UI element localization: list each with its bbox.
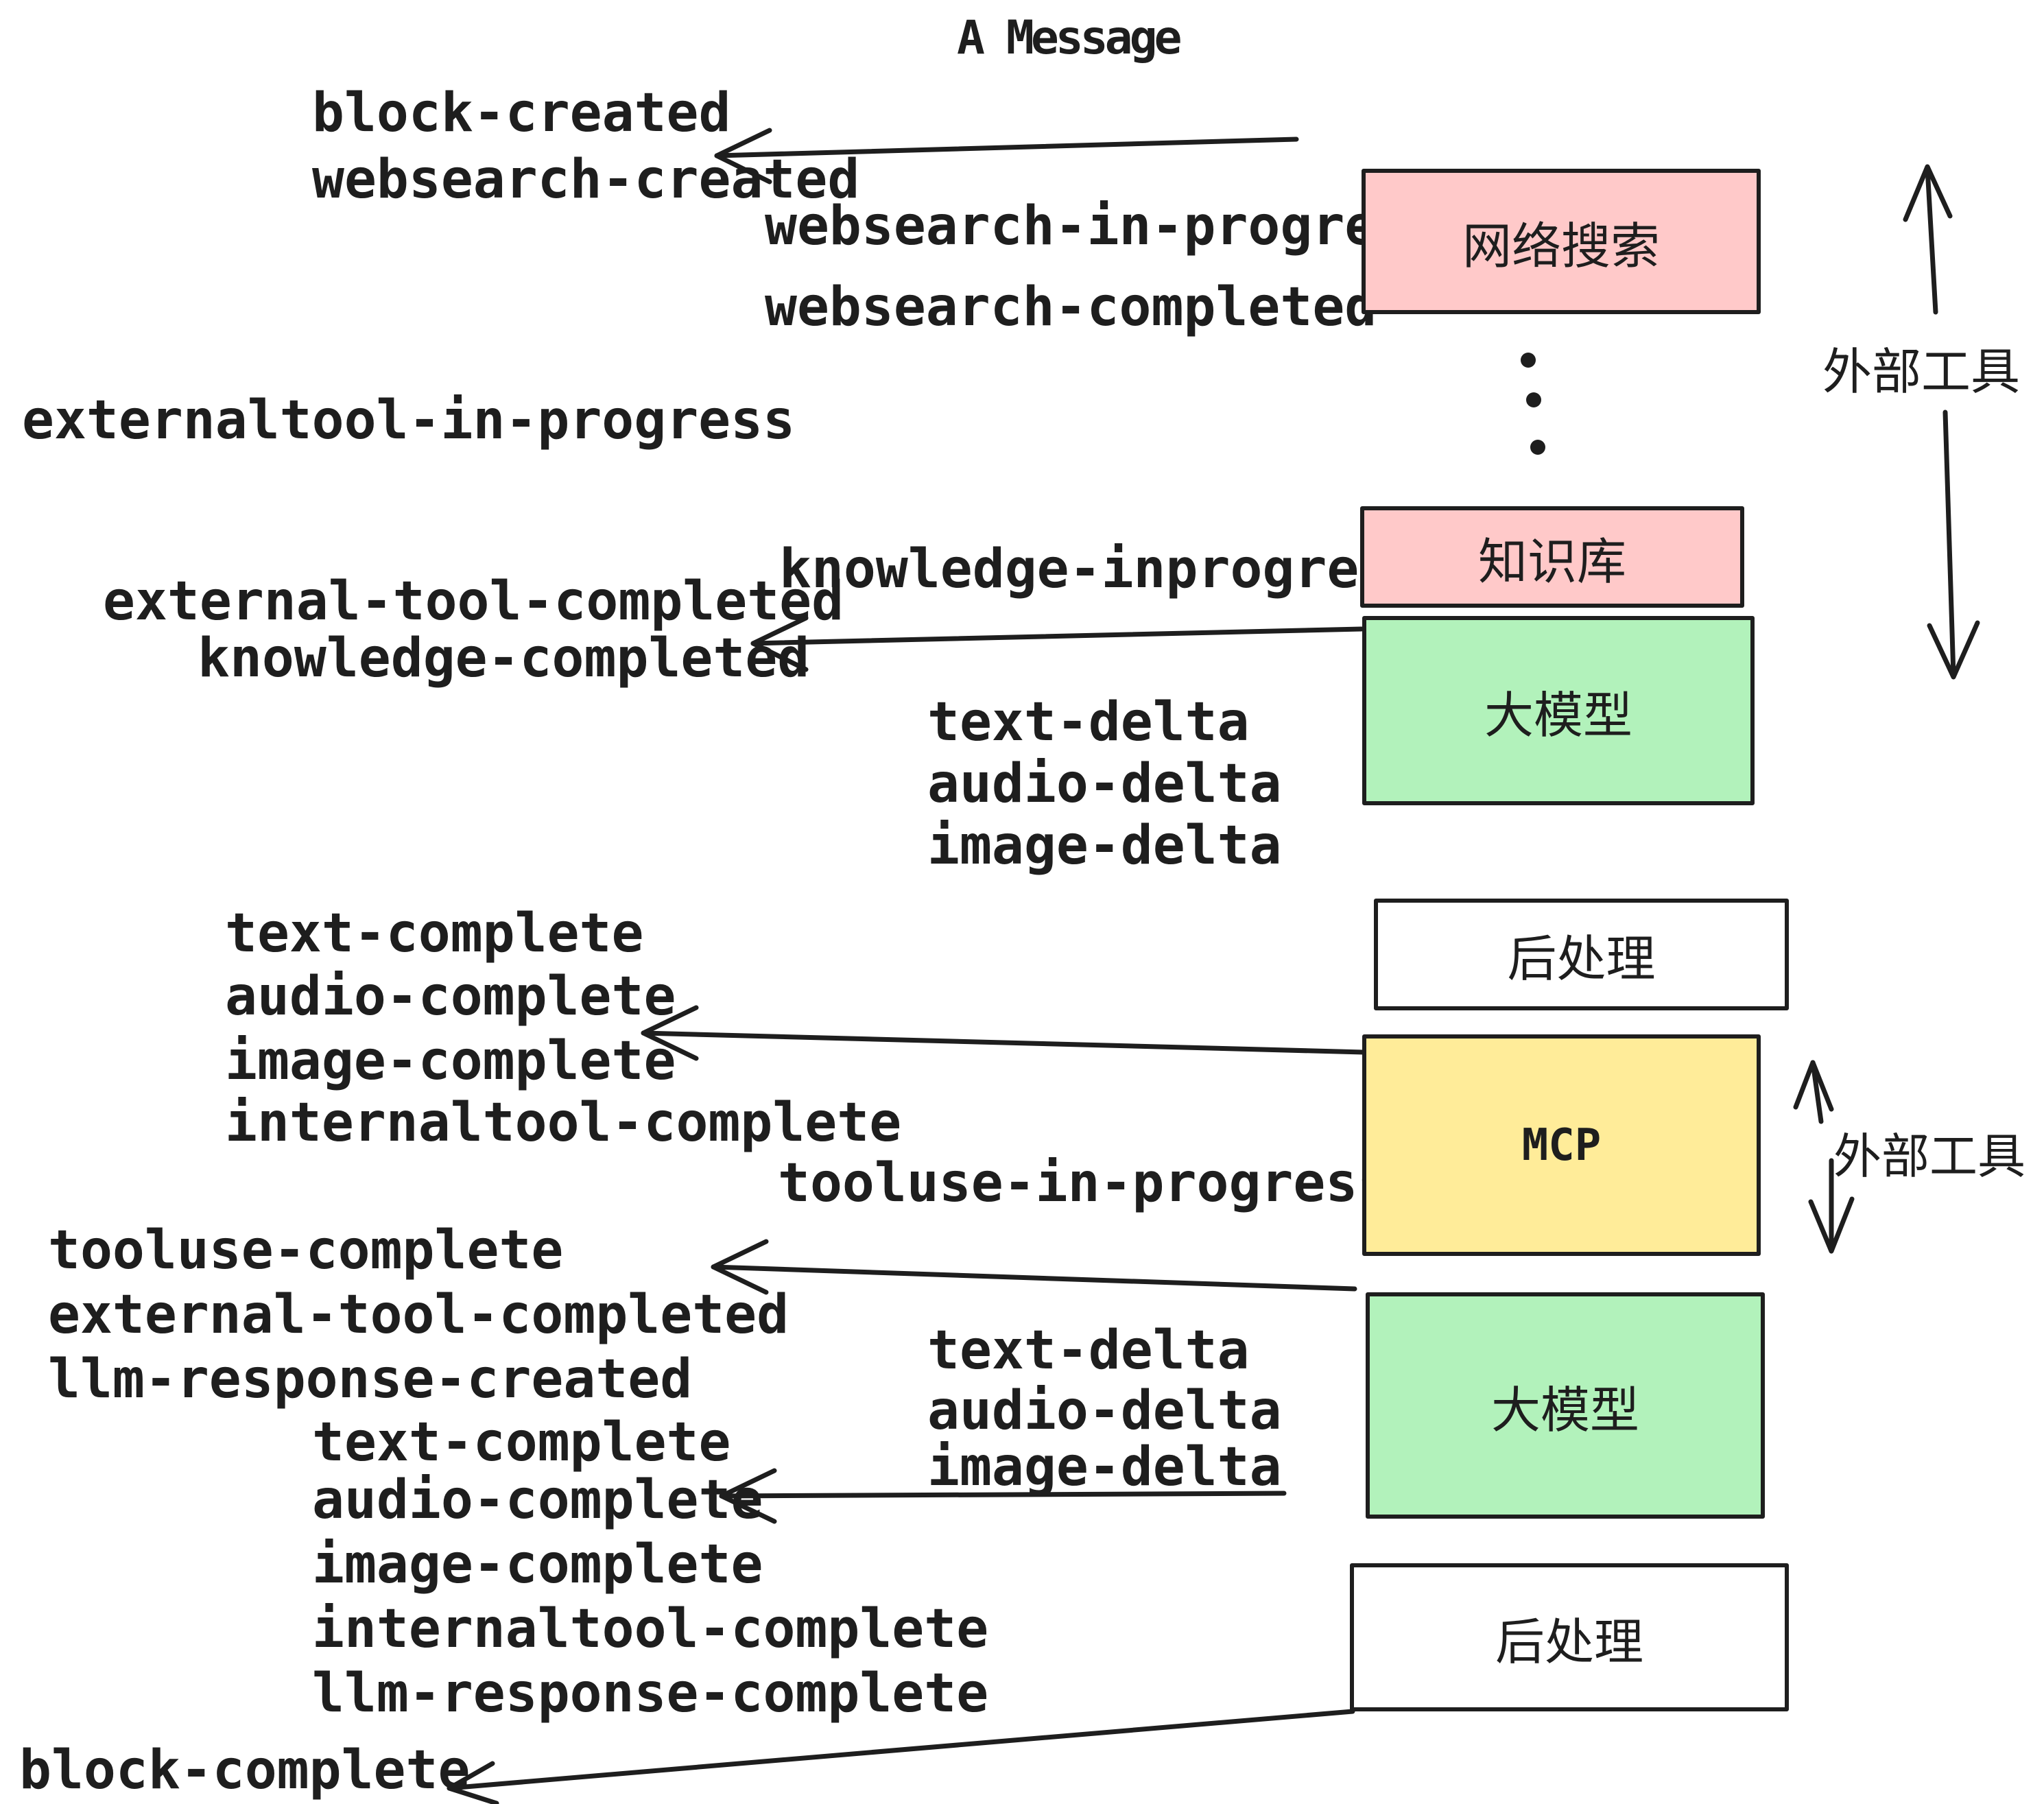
event-knowledge-inprogress: knowledge-inprogress	[779, 538, 1424, 600]
external-tools-label-top: 外部工具	[1822, 343, 2021, 401]
arrow-knowledge-to-completed	[750, 615, 1364, 672]
arrow-llm2-to-complete	[719, 1468, 1287, 1524]
event-text-delta: text-delta	[927, 691, 1250, 753]
box-mcp-label: MCP	[1521, 1119, 1602, 1171]
diagram-title: A Message	[957, 11, 1182, 65]
box-post-processing-2: 后处理	[1350, 1563, 1789, 1711]
arrow-llm1-to-complete	[641, 1005, 1366, 1061]
event-tooluse-in-progress: tooluse-in-progress	[778, 1152, 1390, 1214]
arrow-post2-to-block-complete	[447, 1709, 1355, 1804]
event-internaltool-complete: internaltool-complete	[225, 1092, 902, 1154]
box-knowledge-base: 知识库	[1360, 506, 1744, 608]
event-image-complete: image-complete	[225, 1030, 676, 1092]
event-llm-response-complete: llm-response-complete	[312, 1663, 989, 1724]
box-large-model-1: 大模型	[1362, 616, 1755, 805]
event-websearch-completed: websearch-completed	[765, 276, 1377, 338]
event-websearch-created: websearch-created	[312, 149, 860, 211]
box-post-processing-1-label: 后处理	[1507, 930, 1656, 988]
box-large-model-2-label: 大模型	[1490, 1381, 1639, 1439]
event-internaltool-complete-2: internaltool-complete	[312, 1598, 989, 1660]
box-post-processing-1: 后处理	[1374, 899, 1789, 1010]
arrow-websearch-to-created	[714, 128, 1299, 185]
event-audio-complete-2: audio-complete	[312, 1469, 763, 1531]
event-text-complete: text-complete	[225, 903, 644, 964]
box-large-model-1-label: 大模型	[1484, 686, 1632, 744]
external-tools-down-arrow	[1927, 410, 1980, 680]
box-web-search: 网络搜索	[1362, 169, 1761, 314]
external-tools-label-mcp: 外部工具	[1833, 1128, 2025, 1185]
event-audio-delta-2: audio-delta	[927, 1380, 1282, 1442]
event-llm-response-created: llm-response-created	[48, 1349, 693, 1410]
event-audio-delta: audio-delta	[927, 753, 1282, 815]
arrow-mcp-to-tooluse-complete	[711, 1239, 1357, 1295]
event-image-complete-2: image-complete	[312, 1534, 763, 1595]
external-tools-up-arrow	[1903, 164, 1953, 315]
event-image-delta-2: image-delta	[927, 1436, 1282, 1498]
event-block-complete: block-complete	[19, 1740, 471, 1801]
event-text-delta-2: text-delta	[927, 1320, 1250, 1381]
box-web-search-label: 网络搜索	[1462, 217, 1660, 275]
event-external-tool-completed-2: external-tool-completed	[48, 1284, 789, 1346]
event-external-tool-completed: external-tool-completed	[103, 571, 844, 632]
ellipsis-dots	[1521, 353, 1545, 455]
mcp-down-arrow	[1808, 1158, 1855, 1254]
event-audio-complete: audio-complete	[225, 966, 676, 1028]
box-mcp: MCP	[1362, 1034, 1761, 1256]
event-block-created: block-created	[312, 82, 731, 144]
box-large-model-2: 大模型	[1366, 1292, 1765, 1519]
box-knowledge-base-label: 知识库	[1477, 532, 1626, 591]
event-externaltool-in-progress: externaltool-in-progress	[22, 390, 796, 451]
event-knowledge-completed: knowledge-completed	[198, 628, 810, 689]
box-post-processing-2-label: 后处理	[1495, 1613, 1643, 1671]
event-image-delta: image-delta	[927, 815, 1282, 877]
event-text-complete-2: text-complete	[312, 1412, 731, 1473]
mcp-up-arrow	[1793, 1060, 1834, 1124]
event-tooluse-complete: tooluse-complete	[48, 1220, 564, 1281]
event-websearch-in-progress: websearch-in-progress	[765, 195, 1442, 257]
